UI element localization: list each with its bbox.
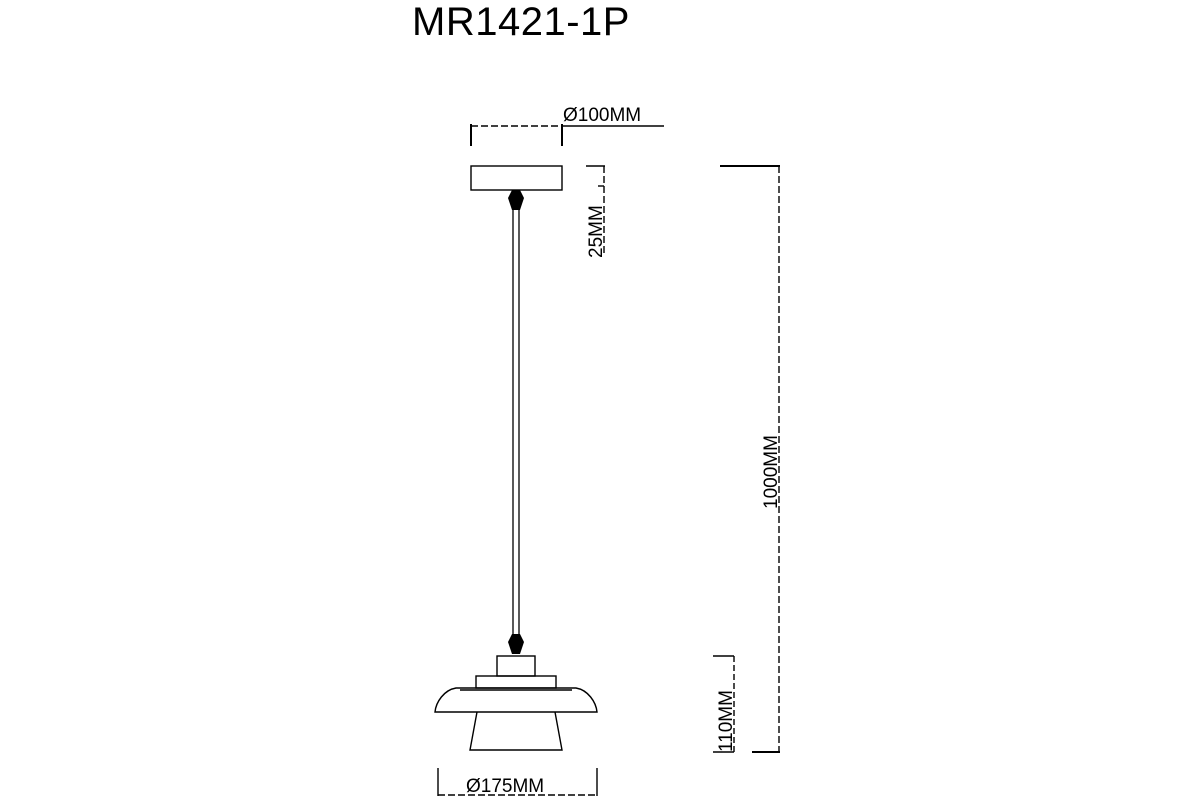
- suspension-cable: [512, 208, 520, 634]
- total-height-label: 1000MM: [761, 435, 782, 509]
- cable-grip-bottom: [508, 634, 524, 654]
- lamp-shade: [434, 655, 598, 751]
- shade-height-dimension: [713, 655, 735, 753]
- shade-diameter-dimension: [437, 768, 598, 796]
- canopy-diameter-label: Ø100MM: [563, 105, 641, 126]
- ceiling-canopy: [470, 165, 563, 191]
- total-height-dimension: [720, 165, 780, 753]
- canopy-height-label: 25MM: [586, 205, 607, 258]
- cable-grip-top: [508, 190, 524, 210]
- model-title: MR1421-1P: [412, 0, 630, 44]
- shade-diameter-label: Ø175MM: [466, 776, 544, 797]
- canopy-diameter-dimension: [470, 124, 664, 146]
- shade-height-label: 110MM: [716, 690, 737, 752]
- canopy-height-dimension: [586, 165, 605, 256]
